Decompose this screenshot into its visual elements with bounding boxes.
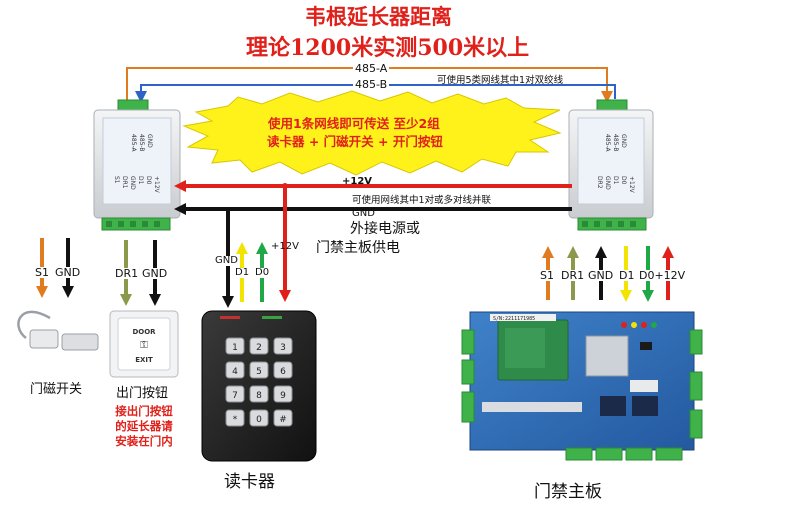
keypad-key: [225, 361, 245, 379]
label-s1-left: S1: [35, 266, 49, 279]
label-exit-note: 接出门按钮的延长器请安装在门内: [115, 404, 173, 448]
title-line-2: 理论1200米实测500米以上: [246, 35, 530, 61]
burst-line-1: 使用1条网线即可传送 至少2组: [268, 116, 440, 131]
keypad-key-label: 6: [280, 367, 286, 377]
svg-text:D0: D0: [145, 176, 152, 185]
label-exit-button: 出门按钮: [116, 386, 169, 401]
svg-text:485-A: 485-A: [604, 134, 611, 152]
keypad-key: [225, 409, 245, 427]
svg-text:+12V: +12V: [628, 176, 635, 194]
key-glyph: ⚿: [140, 340, 148, 351]
keypad-key-label: 3: [280, 343, 286, 353]
svg-text:D1: D1: [612, 176, 619, 185]
svg-text:DR1: DR1: [121, 176, 128, 189]
svg-text:485-A: 485-A: [130, 134, 137, 152]
card-reader-device: 1 2 3 4 5 6 7 8 9 * 0 #: [201, 310, 317, 462]
keypad-key-label: 0: [256, 415, 262, 425]
svg-text:+12V: +12V: [153, 176, 160, 194]
keypad-key: [249, 409, 269, 427]
label-reader-d1: D1: [235, 267, 250, 278]
board-sticker: S/N:2211171985: [493, 316, 535, 322]
svg-text:D0: D0: [620, 176, 627, 185]
label-reader-d0: D0: [255, 267, 270, 278]
keypad-key-label: 7: [232, 391, 238, 401]
controller-board-device: S/N:2211171985: [461, 311, 703, 461]
label-dr1-right: DR1: [561, 269, 585, 282]
label-cable-note: 可使用5类网线其中1对双绞线: [437, 75, 564, 86]
power-line-12v: [174, 180, 572, 192]
keypad-key-label: 2: [256, 343, 262, 353]
svg-text:485-B: 485-B: [612, 134, 619, 152]
exit-button-device: DOOR ⚿ EXIT: [109, 310, 179, 378]
label-supply-1: 外接电源或: [350, 221, 420, 237]
svg-text:S1: S1: [113, 176, 120, 184]
svg-text:GND: GND: [146, 134, 153, 148]
keypad-key-label: #: [279, 415, 287, 425]
extender-right: GND 485-B 485-A +12V D0 D1 GND DR2: [568, 99, 654, 231]
label-door-sensor: 门磁开关: [30, 382, 83, 397]
label-supply-2: 门禁主板供电: [316, 240, 400, 256]
svg-text:GND: GND: [620, 134, 627, 148]
svg-text:GND: GND: [129, 176, 136, 190]
label-dr1-left: DR1: [115, 267, 139, 280]
keypad-key: [273, 409, 293, 427]
keypad-key: [273, 361, 293, 379]
keypad-key-label: 8: [256, 391, 262, 401]
label-s1-right: S1: [540, 269, 554, 282]
power-line-gnd: [174, 203, 572, 215]
svg-text:GND: GND: [604, 176, 611, 190]
keypad-key: [273, 337, 293, 355]
burst-line-2: 读卡器 + 门磁开关 + 开门按钮: [267, 134, 443, 149]
label-reader-12v: +12V: [271, 241, 299, 252]
label-d1-right: D1: [619, 269, 635, 282]
keypad-key: [225, 337, 245, 355]
keypad-key-label: 5: [256, 367, 262, 377]
extender-left: GND 485-B 485-A +12V D0 D1 GND DR1 S1: [93, 99, 181, 231]
keypad-key-label: 9: [280, 391, 286, 401]
label-power-12v: +12V: [342, 176, 373, 187]
svg-text:D1: D1: [137, 176, 144, 185]
label-gnd-right: GND: [588, 269, 614, 282]
info-burst: [182, 90, 562, 176]
svg-text:485-B: 485-B: [138, 134, 145, 152]
door-sensor-device: [17, 310, 99, 351]
keypad-key: [249, 385, 269, 403]
label-d0v12-right: D0+12V: [639, 269, 686, 282]
svg-text:DR2: DR2: [596, 176, 603, 189]
keypad-key-label: 4: [232, 367, 238, 377]
label-gnd-left-2: GND: [142, 267, 168, 280]
exit-text: EXIT: [135, 356, 153, 364]
door-text: DOOR: [132, 328, 156, 336]
label-controller: 门禁主板: [534, 482, 602, 502]
label-gnd-left-1: GND: [55, 266, 81, 279]
keypad-key-label: 1: [232, 343, 238, 353]
label-reader-gnd: GND: [215, 255, 238, 266]
label-reader: 读卡器: [224, 472, 275, 492]
label-485-a: 485-A: [353, 62, 390, 75]
title-line-1: 韦根延长器距离: [305, 4, 452, 29]
keypad-key: [273, 385, 293, 403]
keypad-key-label: *: [233, 415, 238, 425]
keypad-key: [249, 337, 269, 355]
label-parallel-note: 可使用网线其中1对或多对线并联: [352, 195, 492, 206]
keypad-key: [249, 361, 269, 379]
label-485-b: 485-B: [353, 78, 390, 91]
keypad-key: [225, 385, 245, 403]
label-power-gnd: GND: [352, 208, 375, 219]
